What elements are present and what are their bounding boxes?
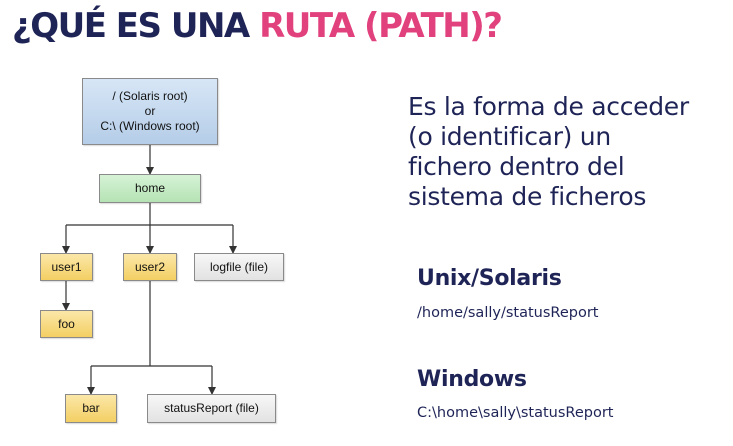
user1-label: user1 (51, 259, 82, 274)
statusreport-label: statusReport (file) (164, 401, 259, 415)
definition-line-1: Es la forma de acceder (408, 92, 689, 121)
root-label-windows: C:\ (Windows root) (100, 119, 200, 133)
bar-label: bar (82, 401, 100, 415)
windows-heading: Windows (417, 367, 527, 392)
definition-line-4: sistema de ficheros (408, 182, 647, 211)
statusreport-file-node: statusReport (file) (147, 394, 276, 423)
title-prefix: ¿QUÉ ES UNA (12, 6, 260, 46)
root-directory-node: / (Solaris root) or C:\ (Windows root) (82, 78, 218, 145)
root-label-or: or (144, 104, 156, 118)
user2-label: user2 (134, 259, 166, 274)
logfile-file-node: logfile (file) (194, 253, 284, 281)
path-definition-text: Es la forma de acceder (o identificar) u… (408, 92, 728, 212)
slide-title: ¿QUÉ ES UNA RUTA (PATH)? (12, 6, 503, 46)
unix-heading: Unix/Solaris (417, 266, 562, 291)
root-label-solaris: / (Solaris root) (112, 89, 188, 103)
unix-path-example: /home/sally/statusReport (417, 305, 599, 321)
foo-directory-node: foo (40, 310, 93, 338)
windows-path-example: C:\home\sally\statusReport (417, 405, 614, 421)
definition-line-2: (o identificar) un (408, 122, 611, 151)
user1-directory-node: user1 (40, 253, 93, 281)
home-directory-node: home (99, 174, 201, 203)
user2-directory-node: user2 (123, 253, 177, 281)
bar-directory-node: bar (65, 394, 117, 423)
title-highlight: RUTA (PATH)? (259, 6, 503, 46)
foo-label: foo (58, 316, 75, 331)
logfile-label: logfile (file) (209, 259, 269, 274)
definition-line-3: fichero dentro del (408, 152, 625, 181)
home-label: home (134, 181, 166, 195)
